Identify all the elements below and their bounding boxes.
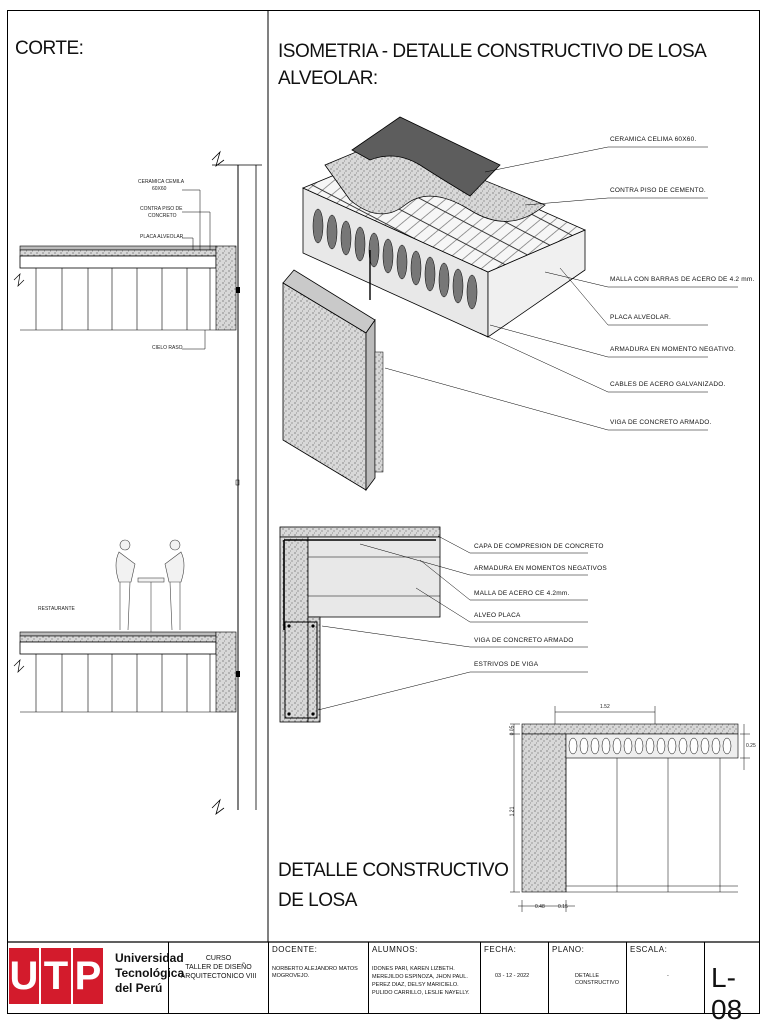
sheet-number-cell: L-08: [704, 942, 761, 1025]
university-name: Universidad Tecnológica del Perú: [115, 951, 184, 996]
dim-015: 0.15: [558, 904, 568, 910]
iso-label-ceramica: CERAMICA CELIMA 60X60.: [610, 136, 697, 143]
plano-header: PLANO:: [552, 945, 585, 954]
iso-label-malla: MALLA CON BARRAS DE ACERO DE 4.2 mm.: [610, 276, 755, 283]
dim-005: 0.05: [509, 725, 516, 736]
dim-048: 0.48: [535, 904, 545, 910]
section-label-estribos: ESTRIVOS DE VIGA: [474, 661, 539, 668]
escala-value: -: [667, 973, 669, 979]
alumno-1: IDONES PARI, KAREN LIZBETH.: [372, 966, 455, 972]
university-line3: del Perú: [115, 981, 163, 995]
isometria-title-line1: ISOMETRIA - DETALLE CONSTRUCTIVO DE LOSA: [278, 41, 707, 62]
plano-line1: DETALLE: [575, 973, 600, 979]
corte-label-restaurante: RESTAURANTE: [38, 606, 75, 612]
curso-name-line1: TALLER DE DISEÑO: [185, 964, 252, 971]
section-label-capa: CAPA DE COMPRESION DE CONCRETO: [474, 543, 604, 550]
isometria-title-line2: ALVEOLAR:: [278, 68, 378, 89]
alumnos-header: ALUMNOS:: [372, 945, 418, 954]
fecha-value: 03 - 12 - 2022: [495, 973, 530, 979]
logo-letter-p: P: [73, 948, 103, 1004]
plano-line2: CONSTRUCTIVO: [575, 980, 619, 986]
isometric-drawing: [282, 116, 738, 492]
corte-label-cielo: CIELO RASO: [152, 345, 183, 351]
iso-label-contrapiso: CONTRA PISO DE CEMENTO.: [610, 187, 706, 194]
section-label-viga: VIGA DE CONCRETO ARMADO: [474, 637, 574, 644]
logo-letter-t: T: [41, 948, 71, 1004]
plano-cell: PLANO: DETALLE CONSTRUCTIVO: [548, 942, 627, 1014]
corte-label-ceramica: CERAMICA CEMILA 60X60: [138, 179, 184, 193]
curso-cell: CURSO TALLER DE DISEÑO ARQUITECTONICO VI…: [168, 942, 268, 1014]
section-label-armadura: ARMADURA EN MOMENTOS NEGATIVOS: [474, 565, 607, 572]
section-detail: [279, 526, 588, 723]
docente-line2: MOGROVEJO.: [272, 973, 310, 979]
alumno-3: PEREZ DIAZ, DELSY MARICIELO.: [372, 982, 459, 988]
isometria-title: ISOMETRIA - DETALLE CONSTRUCTIVO DE LOSA…: [278, 38, 707, 92]
dim-025: 0.25: [746, 743, 756, 749]
alumno-4: PULIDO CARRILLO, LESLIE NAYELLY.: [372, 990, 470, 996]
corte-label-ceramica-l1: CERAMICA CEMILA: [138, 179, 185, 185]
detalle-title-line1: DETALLE CONSTRUCTIVO: [278, 860, 509, 881]
university-line1: Universidad: [115, 951, 184, 965]
diners-figure: [115, 539, 185, 632]
corte-label-placa: PLACA ALVEOLAR: [140, 234, 184, 240]
corte-label-contrapiso-l1: CONTRA PISO DE: [140, 206, 183, 212]
escala-cell: ESCALA: -: [626, 942, 705, 1014]
docente-line1: NORBERTO ALEJANDRO MATOS: [272, 966, 358, 972]
drawing-sheet: [7, 10, 760, 1014]
section-label-malla: MALLA DE ACERO CE 4.2mm.: [474, 590, 570, 597]
iso-label-placa: PLACA ALVEOLAR.: [610, 314, 672, 321]
fecha-header: FECHA:: [484, 945, 517, 954]
dim-121: 1.21: [509, 806, 516, 817]
curso-label: CURSO: [205, 955, 232, 962]
corte-label-ceramica-l2: 60X60: [152, 186, 167, 192]
iso-label-armadura: ARMADURA EN MOMENTO NEGATIVO.: [610, 346, 736, 353]
docente-header: DOCENTE:: [272, 945, 318, 954]
section-label-alveoplaca: ALVEO PLACA: [474, 612, 521, 619]
university-line2: Tecnológica: [115, 966, 185, 980]
utp-logo: U T P: [9, 948, 105, 1004]
alumno-2: MEREJILDO ESPINOZA, JHON PAUL.: [372, 974, 468, 980]
escala-header: ESCALA:: [630, 945, 668, 954]
logo-letter-u: U: [9, 948, 39, 1004]
curso-name-line2: ARQUITECTONICO VIII: [180, 973, 257, 980]
fecha-cell: FECHA: 03 - 12 - 2022: [480, 942, 549, 1014]
corte-label-contrapiso-l2: CONCRETO: [148, 213, 177, 219]
iso-label-cables: CABLES DE ACERO GALVANIZADO.: [610, 381, 726, 388]
corte-title: CORTE:: [15, 38, 84, 59]
iso-label-viga: VIGA DE CONCRETO ARMADO.: [610, 419, 712, 426]
corte-label-contrapiso: CONTRA PISO DE CONCRETO: [140, 206, 183, 220]
alumnos-cell: ALUMNOS: IDONES PARI, KAREN LIZBETH. MER…: [368, 942, 481, 1014]
dimension-detail: [510, 706, 750, 912]
detalle-title-line2: DE LOSA: [278, 890, 357, 911]
dim-152: 1.52: [600, 704, 610, 710]
detalle-title: DETALLE CONSTRUCTIVO DE LOSA: [278, 856, 509, 916]
corte-section: [13, 150, 262, 816]
docente-cell: DOCENTE: NORBERTO ALEJANDRO MATOS MOGROV…: [268, 942, 369, 1014]
sheet-number: L-08: [711, 962, 743, 1025]
